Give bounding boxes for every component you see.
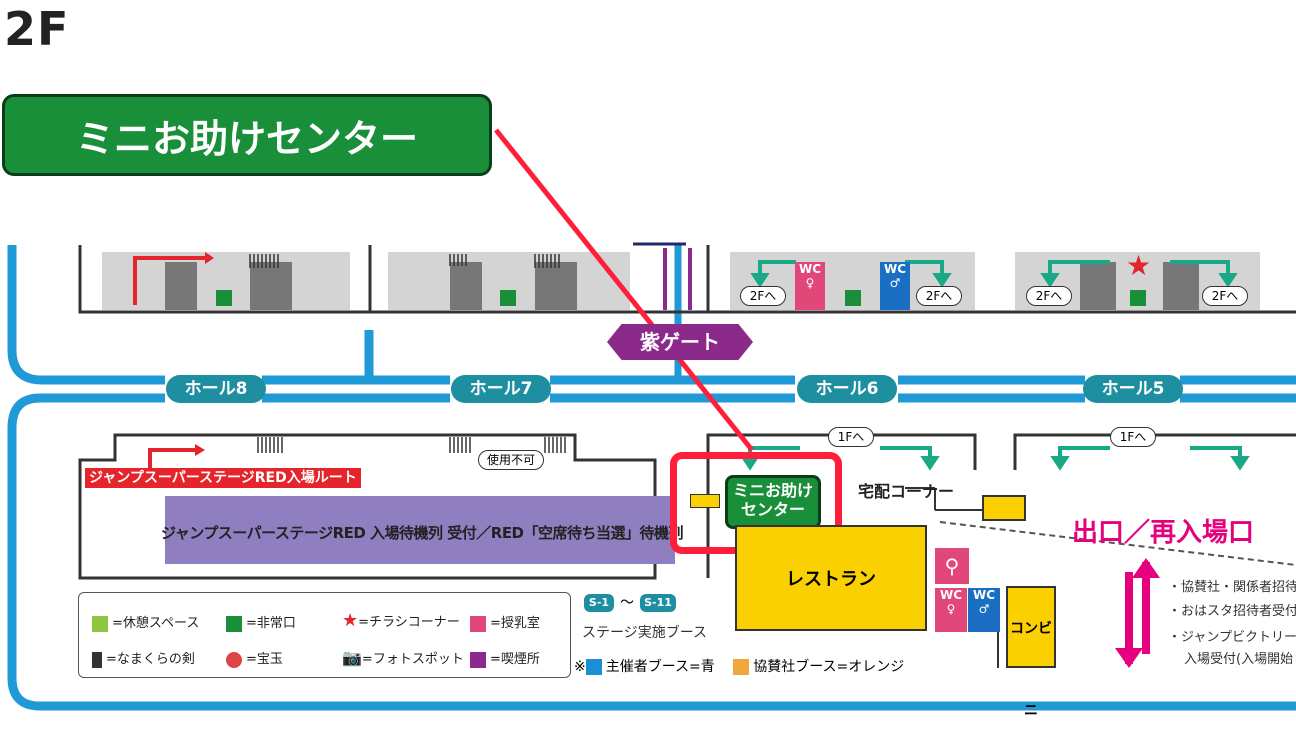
flyer-star-icon: ★	[1126, 249, 1152, 282]
legend-nursing: =授乳室	[470, 612, 540, 632]
womens-restroom-icon: WC♀	[935, 588, 967, 632]
emergency-exit-icon	[845, 290, 861, 306]
nursing-room-icon: ⚲	[935, 548, 969, 584]
to-2f-sign: 2Fへ	[1202, 286, 1248, 306]
hall-8-label[interactable]: ホール8	[166, 375, 266, 403]
stage-booth-label: ステージ実施ブース	[582, 625, 708, 641]
to-1f-sign: 1Fへ	[1110, 427, 1156, 447]
legend-emergency-exit: =非常口	[226, 612, 296, 632]
hall-5-label[interactable]: ホール5	[1083, 375, 1183, 403]
queue-banner-label: ジャンプスーパーステージRED 入場待機列 受付／RED「空席待ち当選」待機列	[160, 524, 684, 542]
gem-icon	[226, 651, 242, 668]
jump-route-label: ジャンプスーパーステージRED入場ルート	[85, 468, 361, 488]
emergency-exit-icon	[500, 290, 516, 306]
hall-7-label[interactable]: ホール7	[451, 375, 551, 403]
floor-label: 2F	[4, 2, 70, 56]
to-2f-sign: 2Fへ	[1026, 286, 1072, 306]
legend-photo: 📷=フォトスポット	[342, 648, 464, 667]
legend-sword: =なまくらの剣	[92, 648, 195, 668]
sponsor-booth-swatch	[733, 659, 750, 675]
stage-range-sep: 〜	[620, 595, 634, 611]
emergency-exit-icon	[216, 290, 232, 306]
delivery-corner-label: 宅配コーナー	[858, 482, 955, 501]
mini-help-center-callout[interactable]: ミニお助けセンター	[2, 94, 492, 176]
exit-reentry-label: 出口／再入場口	[1072, 518, 1255, 548]
legend-rest-space: =休憩スペース	[92, 612, 199, 632]
emergency-exit-icon	[1130, 290, 1146, 306]
smoking-icon	[470, 651, 486, 668]
bench-icon	[92, 615, 108, 632]
mini-help-center[interactable]: ミニお助けセンター	[725, 475, 821, 529]
note-jump-victory: ・ジャンプビクトリーバ	[1168, 630, 1296, 645]
mens-restroom-icon: WC♂	[880, 262, 910, 310]
mens-restroom-icon: WC♂	[968, 588, 1000, 632]
sword-icon	[92, 651, 102, 668]
legend-smoking: =喫煙所	[470, 648, 540, 668]
camera-icon: 📷	[342, 648, 362, 667]
to-2f-sign: 2Fへ	[740, 286, 786, 306]
to-2f-sign: 2Fへ	[916, 286, 962, 306]
note-oha-suta: ・おはスタ招待者受付	[1168, 604, 1296, 619]
host-booth-swatch	[585, 659, 602, 675]
restaurant[interactable]: レストラン	[735, 525, 927, 631]
star-icon: ★	[342, 610, 359, 631]
stage-badge-start: S-1	[584, 594, 614, 612]
note-sponsor: ・協賛社・関係者招待	[1168, 580, 1296, 595]
unusable-sign: 使用不可	[478, 450, 544, 470]
sponsor-booth-small	[690, 494, 720, 508]
convenience-store[interactable]: コンビニ	[1006, 586, 1056, 719]
hall-6-label[interactable]: ホール6	[797, 375, 897, 403]
purple-gate[interactable]: 紫ゲート	[607, 324, 753, 360]
legend-panel	[78, 592, 571, 678]
note-entry: 入場受付(入場開始	[1184, 652, 1294, 667]
legend-flyer: ★=チラシコーナー	[342, 610, 460, 631]
to-1f-sign: 1Fへ	[828, 427, 874, 447]
womens-restroom-icon: WC♀	[795, 262, 825, 310]
nursing-icon	[470, 615, 486, 632]
emergency-exit-icon	[226, 615, 242, 632]
stage-badge-end: S-11	[640, 594, 676, 612]
booth-color-note: ※主催者ブース=青 協賛社ブース=オレンジ	[574, 659, 905, 675]
legend-treasure: =宝玉	[226, 648, 283, 668]
queue-area[interactable]	[165, 496, 675, 564]
delivery-booth[interactable]	[982, 495, 1026, 521]
